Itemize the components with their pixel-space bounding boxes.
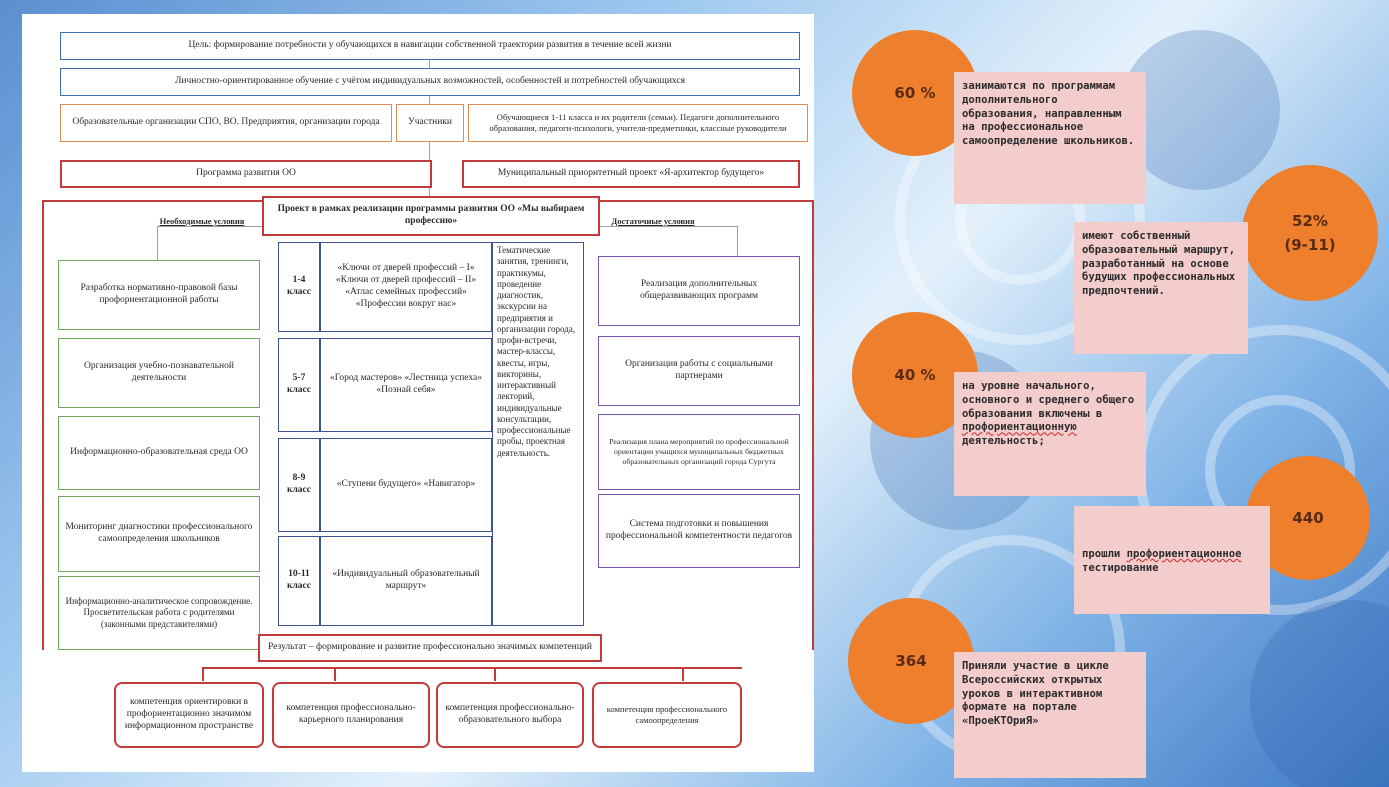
municipal-project-box: Муниципальный приоритетный проект «Я-арх… (462, 160, 800, 188)
grade-5-7-programs: «Город мастеров» «Лестница успеха» «Позн… (320, 338, 492, 432)
stat-note-40: на уровне начального, основного и средне… (954, 372, 1146, 496)
right-condition-3: Реализация плана мероприятий по професси… (598, 414, 800, 490)
right-condition-4: Система подготовки и повышения профессио… (598, 494, 800, 568)
grade-10-11: 10-11 класс (278, 536, 320, 626)
program-box: Программа развития ОО (60, 160, 432, 188)
stat-note-40-underlined: профориентационную (962, 421, 1077, 434)
stat-circle-52: 52% (9-11) (1242, 165, 1378, 301)
stat-note-60: занимаются по программам дополнительного… (954, 72, 1146, 204)
necessary-conditions-label: Необходимые условия (159, 215, 245, 226)
grade-8-9: 8-9 класс (278, 438, 320, 532)
participants-box: Обучающиеся 1-11 класса и их родители (с… (468, 104, 808, 142)
stat-note-440-text: прошли (1082, 548, 1127, 560)
grade-5-7: 5-7 класс (278, 338, 320, 432)
grade-1-4: 1-4 класс (278, 242, 320, 332)
approach-box: Личностно-ориентированное обучение с учё… (60, 68, 800, 96)
stat-note-364: Приняли участие в цикле Всероссийских от… (954, 652, 1146, 778)
competency-4: компетенция профессионального самоопреде… (592, 682, 742, 748)
stat-note-440-underlined: профориентационное (1126, 548, 1242, 560)
right-condition-2: Организация работы с социальными партнер… (598, 336, 800, 406)
grade-1-4-programs: «Ключи от дверей профессий – I» «Ключи о… (320, 242, 492, 332)
grade-8-9-programs: «Ступени будущего» «Навигатор» (320, 438, 492, 532)
competency-1: компетенция ориентировки в профориентаци… (114, 682, 264, 748)
goal-box: Цель: формирование потребности у обучающ… (60, 32, 800, 60)
right-condition-1: Реализация дополнительных общеразвивающи… (598, 256, 800, 326)
stat-note-440: прошли профориентационное тестирование (1074, 506, 1270, 614)
activity-forms-box: Тематические занятия, тренинги, практику… (492, 242, 584, 626)
result-box: Результат – формирование и развитие проф… (258, 634, 602, 662)
competency-2: компетенция профессионально-карьерного п… (272, 682, 430, 748)
career-guidance-diagram: Цель: формирование потребности у обучающ… (22, 14, 814, 772)
left-condition-1: Разработка нормативно-правовой базы проф… (58, 260, 260, 330)
participants-label: Участники (396, 104, 464, 142)
partners-box: Образовательные организации СПО, ВО. Пре… (60, 104, 392, 142)
competency-3: компетенция профессионально-образователь… (436, 682, 584, 748)
grade-10-11-programs: «Индивидуальный образовательный маршрут» (320, 536, 492, 626)
left-condition-5: Информационно-аналитическое сопровождени… (58, 576, 260, 650)
stat-note-440-end: тестирование (1082, 561, 1159, 574)
stat-note-52: имеют собственный образовательный маршру… (1074, 222, 1248, 354)
left-condition-3: Информационно-образовательная среда ОО (58, 416, 260, 490)
left-condition-4: Мониторинг диагностики профессионального… (58, 496, 260, 572)
stat-circle-364: 364 (848, 598, 974, 724)
sufficient-conditions-label: Достаточные условия (611, 215, 695, 226)
left-condition-2: Организация учебно-познавательной деятел… (58, 338, 260, 408)
project-box: Проект в рамках реализации программы раз… (262, 196, 600, 236)
stat-note-40-end: деятельность; (962, 435, 1045, 448)
stat-note-40-text: на уровне начального, основного и средне… (962, 380, 1135, 420)
